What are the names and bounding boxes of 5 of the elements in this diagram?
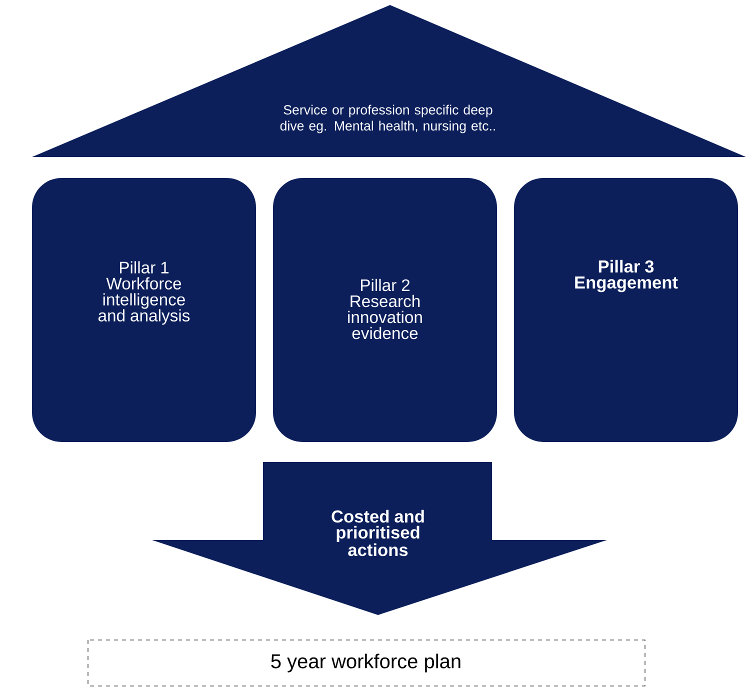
roof-triangle: Service or profession specific deep dive eg. Mental health, nursing etc.. bbox=[32, 5, 746, 157]
plan-box: 5 year workforce plan bbox=[88, 640, 646, 686]
pillar-box: Pillar 3 Engagement bbox=[514, 178, 738, 442]
pillar-box: Pillar 2 Research innovation evidence bbox=[273, 178, 497, 442]
pillar-box: Pillar 1 Workforce intelligence and analysis bbox=[32, 178, 256, 442]
